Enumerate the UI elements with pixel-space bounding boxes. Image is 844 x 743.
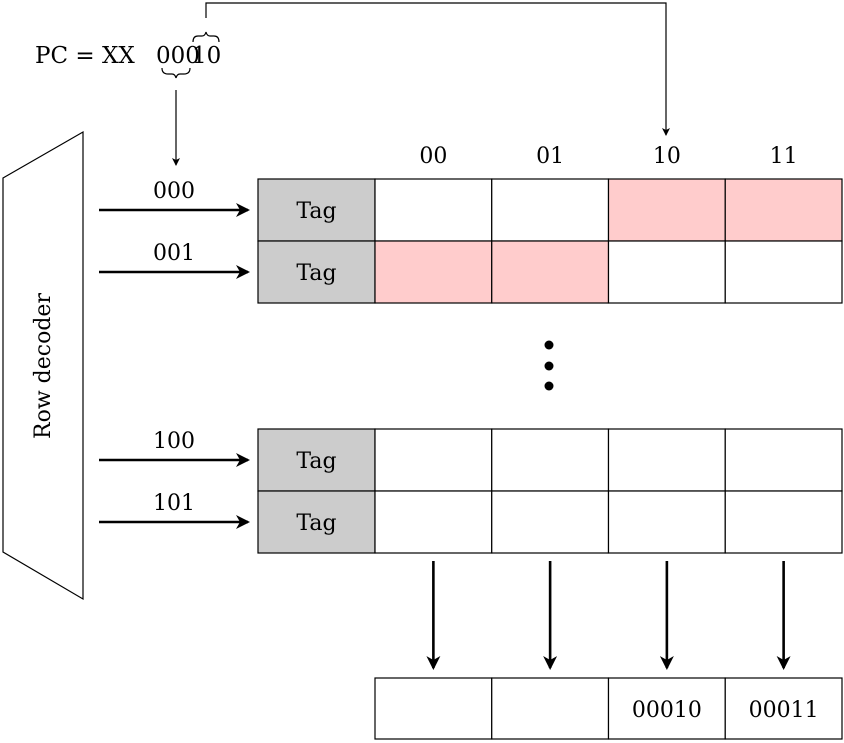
column-header: 01: [536, 144, 564, 169]
data-cell-highlighted: [374, 240, 493, 304]
data-cell: [607, 240, 726, 304]
row-index-label: 100: [153, 429, 195, 454]
pc-offset-bits: 10: [192, 43, 221, 69]
data-cell: [374, 428, 493, 492]
data-cell-highlighted: [607, 178, 726, 242]
row-decoder-label: Row decoder: [31, 293, 56, 439]
offset-arrow: [205, 2, 670, 136]
pc-label: PC = XX 000 10: [35, 43, 221, 69]
data-cell: [724, 428, 843, 492]
output-value: 00011: [749, 698, 819, 723]
pc-prefix: PC = XX: [35, 43, 135, 69]
pc-index-bits: 000: [156, 43, 200, 69]
column-header: 10: [653, 144, 681, 169]
column-output-arrows: [426, 561, 791, 670]
row-index-label: 101: [153, 491, 195, 516]
data-cell: [491, 178, 610, 242]
data-cell: [607, 490, 726, 554]
tag-label: Tag: [296, 199, 336, 224]
output-cell: [374, 677, 493, 740]
row-index-label: 001: [153, 241, 195, 266]
tag-label: Tag: [296, 449, 336, 474]
dot: [544, 381, 554, 391]
data-cell: [607, 428, 726, 492]
row-index-label: 000: [153, 179, 195, 204]
tag-cell: [257, 490, 376, 554]
output-value: 00010: [632, 698, 702, 723]
ellipsis-dots: [544, 340, 554, 391]
dot: [544, 361, 554, 371]
data-cell: [724, 240, 843, 304]
column-headers: 00 01 10 11: [419, 144, 797, 169]
output-cell: [724, 677, 843, 740]
tag-label: Tag: [296, 511, 336, 536]
tag-cell: [257, 240, 376, 304]
output-cell: [491, 677, 610, 740]
data-cell: [374, 490, 493, 554]
offset-overbrace: [192, 31, 220, 43]
index-underbrace: [161, 67, 191, 79]
output-cell: [607, 677, 726, 740]
data-cell-highlighted: [724, 178, 843, 242]
column-header: 11: [770, 144, 798, 169]
row-decoder: [2, 130, 84, 601]
data-cell: [491, 428, 610, 492]
column-header: 00: [419, 144, 447, 169]
data-cell: [374, 178, 493, 242]
data-cell: [724, 490, 843, 554]
dot: [544, 340, 554, 350]
data-cell-highlighted: [491, 240, 610, 304]
data-cell: [491, 490, 610, 554]
output-block: 00010 00011: [374, 677, 843, 740]
tag-label: Tag: [296, 261, 336, 286]
